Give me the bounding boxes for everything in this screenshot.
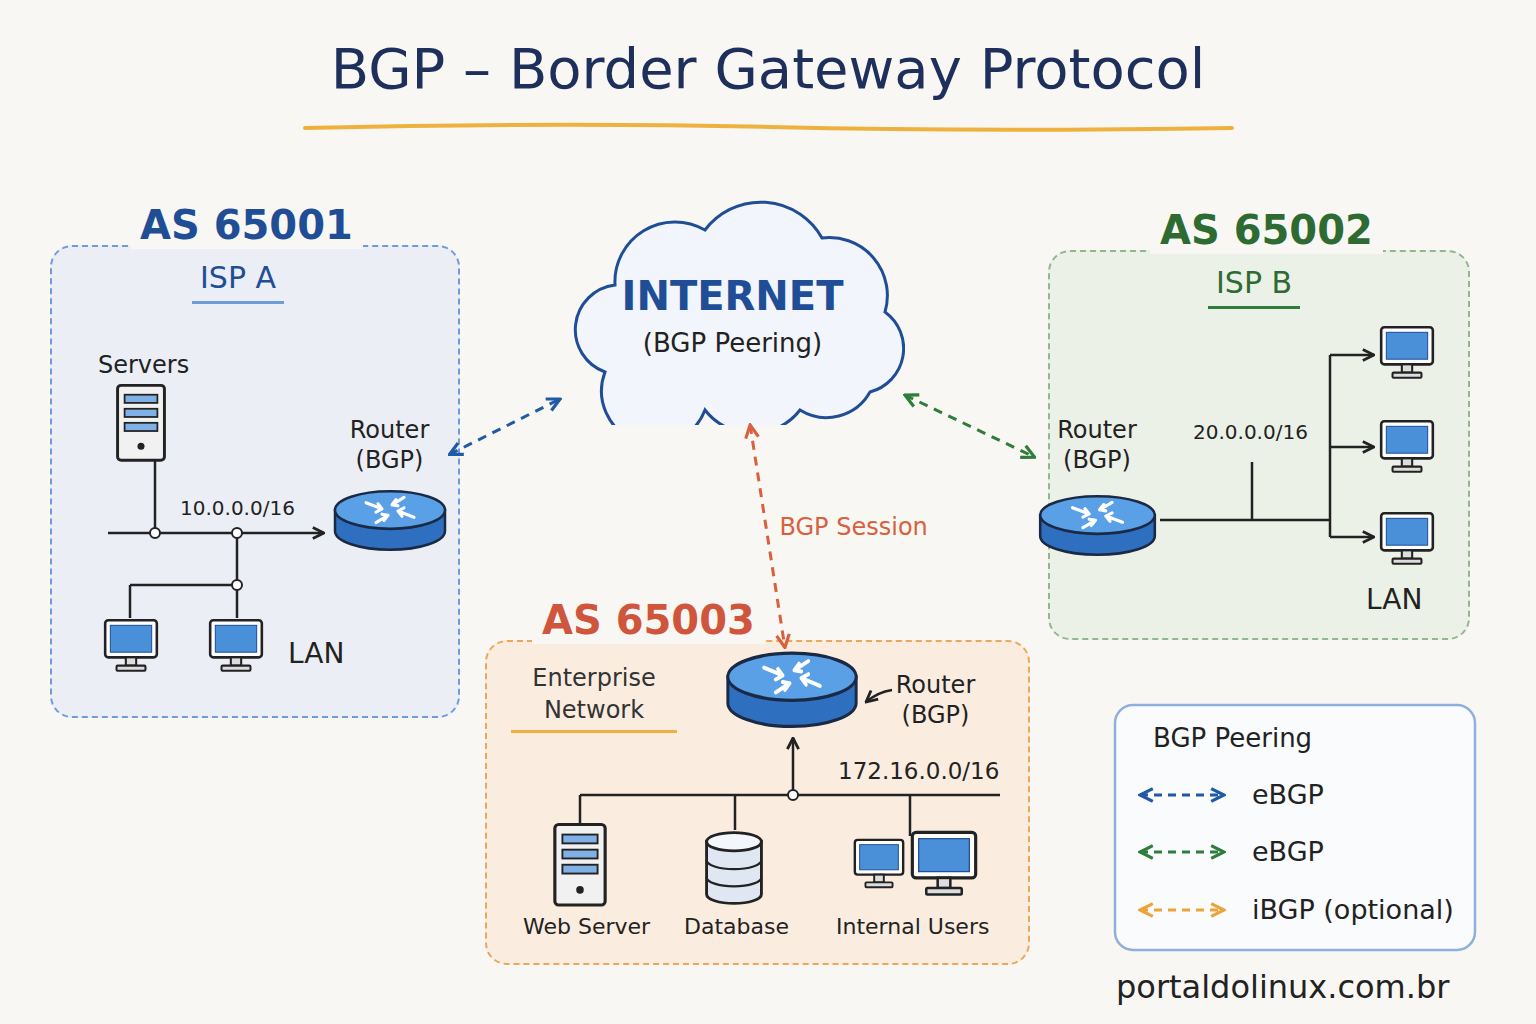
computer-icon [105, 620, 157, 671]
cloud-title: INTERNET [560, 272, 905, 320]
router-icon [1035, 492, 1160, 560]
router-icon [722, 648, 862, 733]
diagram-title: BGP – Border Gateway Protocol [0, 34, 1536, 104]
router-label: Router (BGP) [1035, 415, 1160, 475]
network-label: 172.16.0.0/16 [838, 757, 999, 786]
wire [236, 533, 239, 618]
cloud-subtitle: (BGP Peering) [560, 326, 905, 360]
router-node: Router (BGP) [722, 648, 862, 733]
computer-icon [855, 840, 903, 887]
legend-text: eBGP [1252, 779, 1324, 811]
title-underline [305, 125, 1232, 130]
wire [1330, 354, 1374, 357]
as-subtitle: ISP B [1208, 264, 1300, 309]
server-icon [118, 385, 165, 460]
junction-dot [232, 528, 242, 538]
wire [579, 795, 582, 826]
computer-icon [1381, 327, 1433, 378]
lan-wiring [580, 690, 1000, 836]
watermark: portaldolinux.com.br [1116, 968, 1449, 1006]
wire [909, 795, 912, 836]
as-subtitle: ISP A [192, 259, 284, 304]
lan-wiring [108, 460, 324, 618]
wire [154, 460, 157, 533]
network-label: Web Server [523, 913, 650, 941]
network-label: Internal Users [836, 913, 989, 941]
router-node: Router (BGP) [1035, 415, 1160, 560]
router-icon [330, 487, 450, 555]
router-node: Router (BGP) [330, 415, 450, 555]
network-label: 10.0.0.0/16 [180, 495, 295, 521]
wire [130, 584, 237, 587]
junction-dot [232, 580, 242, 590]
computer-icon [210, 620, 262, 671]
lan-wiring [1160, 355, 1374, 537]
network-label: 20.0.0.0/16 [1193, 419, 1308, 445]
wire [129, 585, 132, 618]
bgp-peering-link [905, 395, 1035, 457]
legend-line [1132, 893, 1232, 927]
legend-line-stroke [1140, 851, 1224, 854]
legend-line [1132, 778, 1232, 812]
as-heading: AS 65001 [130, 201, 363, 249]
wire [1251, 462, 1254, 520]
as-subtitle: Enterprise Network [511, 662, 677, 733]
computer-icon [1381, 513, 1433, 564]
legend-box [1115, 705, 1475, 950]
router-label: Router (BGP) [330, 415, 450, 475]
server-icon [555, 825, 605, 905]
as-heading: AS 65002 [1150, 206, 1383, 254]
wire [792, 738, 795, 795]
legend-line-stroke [1140, 909, 1224, 912]
legend-text: iBGP (optional) [1252, 894, 1454, 926]
internet-cloud: INTERNET (BGP Peering) [560, 200, 905, 425]
bgp-peering-link [450, 399, 561, 454]
wire [1330, 536, 1374, 539]
network-label: Database [684, 913, 789, 941]
edge-label: BGP Session [777, 512, 929, 542]
router-label: Router (BGP) [888, 670, 984, 730]
legend-line-stroke [1140, 794, 1224, 797]
database-icon [707, 833, 762, 904]
junction-dot [150, 528, 160, 538]
wire [1330, 446, 1374, 449]
computer-icon [1381, 421, 1433, 472]
network-label: LAN [1366, 583, 1422, 617]
leader-line [866, 690, 892, 702]
computer-icon [912, 832, 975, 894]
legend-text: eBGP [1252, 836, 1324, 868]
wire [108, 532, 324, 535]
junction-dot [788, 790, 798, 800]
wire [1160, 519, 1330, 522]
network-label: Servers [98, 350, 189, 380]
as-heading: AS 65003 [532, 596, 765, 644]
legend-line [1132, 835, 1232, 869]
wire [734, 795, 737, 830]
legend-title: BGP Peering [1153, 722, 1312, 754]
network-label: LAN [288, 637, 344, 671]
junction-dots [150, 528, 242, 590]
